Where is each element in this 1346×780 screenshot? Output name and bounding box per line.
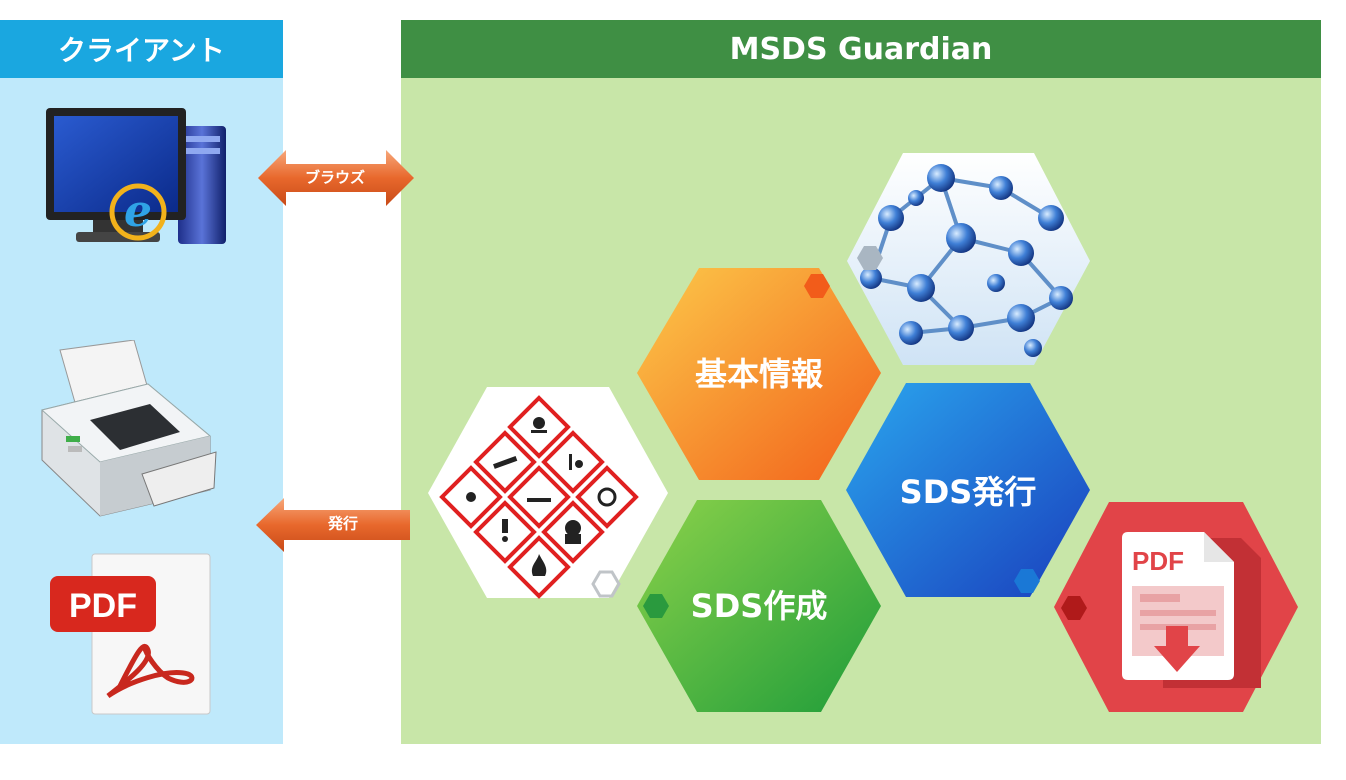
hazard-symbols [466,417,617,576]
printer-icon [40,340,217,517]
issue-arrow [256,498,410,552]
sds-create-label: SDS作成 [690,587,828,625]
basic-info-hexagon [637,268,881,480]
issue-label: 発行 [327,514,359,533]
sds-issue-label: SDS発行 [899,473,1037,511]
browse-arrow [258,150,414,206]
svg-text:e: e [124,186,152,237]
computer-icon: e [46,108,226,244]
sds-create-hexagon [637,500,881,712]
server-panel-title: MSDS Guardian [401,20,1321,78]
molecule-atoms [860,164,1073,357]
client-panel-title: クライアント [0,20,283,78]
basic-info-label: 基本情報 [694,355,824,393]
svg-text:PDF: PDF [69,587,137,625]
browse-label: ブラウズ [304,168,366,187]
svg-text:PDF: PDF [1132,546,1184,576]
hexagon-cluster [428,153,1298,712]
pdf-download-icon: PDF [1122,532,1234,680]
pdf-file-icon: PDF [50,553,211,715]
sds-issue-hexagon [846,383,1090,597]
